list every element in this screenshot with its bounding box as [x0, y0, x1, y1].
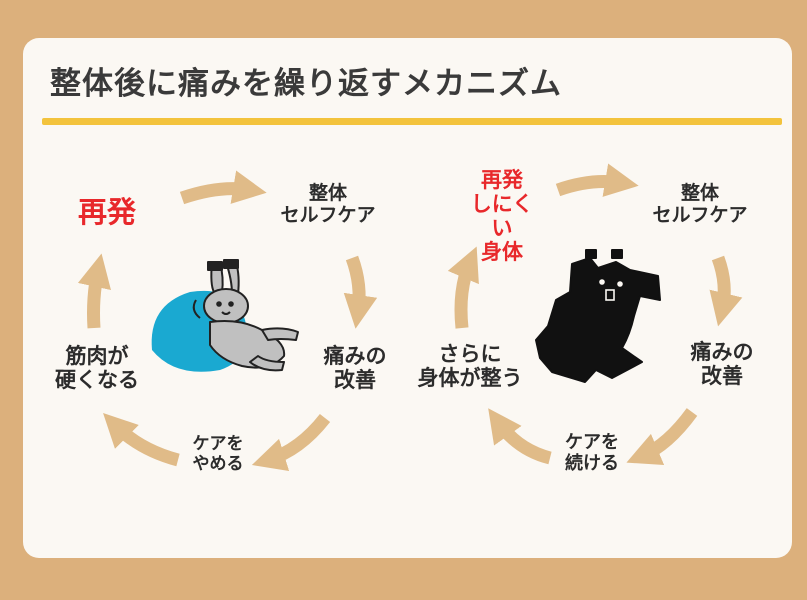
arrow-right-right	[709, 255, 743, 327]
arrow-left-lower-left	[103, 413, 180, 467]
title-underline	[42, 118, 782, 125]
arrow-left-right	[343, 255, 378, 329]
right-continue-care-label: ケアを 続ける	[565, 432, 619, 474]
arrow-left-top	[179, 170, 267, 205]
left-recurrence-label: 再発	[78, 195, 137, 229]
bear-icon	[535, 249, 661, 383]
right-self-care-label: 整体 セルフケア	[652, 182, 748, 226]
left-improvement-label: 痛みの 改善	[323, 344, 387, 393]
left-self-care-label: 整体 セルフケア	[280, 182, 376, 226]
arrow-left-up	[77, 253, 111, 329]
left-stop-care-label: ケアを やめる	[192, 434, 244, 474]
arrow-right-lower-left	[488, 408, 552, 465]
arrow-right-top	[555, 163, 639, 197]
right-improvement-label: 痛みの 改善	[690, 340, 754, 389]
arrow-right-bottom	[626, 408, 698, 465]
right-body-conditioned-label: さらに 身体が整う	[417, 342, 523, 391]
left-muscle-stiff-label: 筋肉が 硬くなる	[55, 344, 139, 393]
arrow-right-up	[447, 246, 479, 329]
page-title: 整体後に痛みを繰り返すメカニズム	[50, 66, 562, 102]
arrow-left-bottom	[251, 413, 331, 472]
right-hard-to-recur-label: 再発 しにくい 身体	[470, 168, 534, 265]
rabbit-icon	[192, 259, 299, 372]
